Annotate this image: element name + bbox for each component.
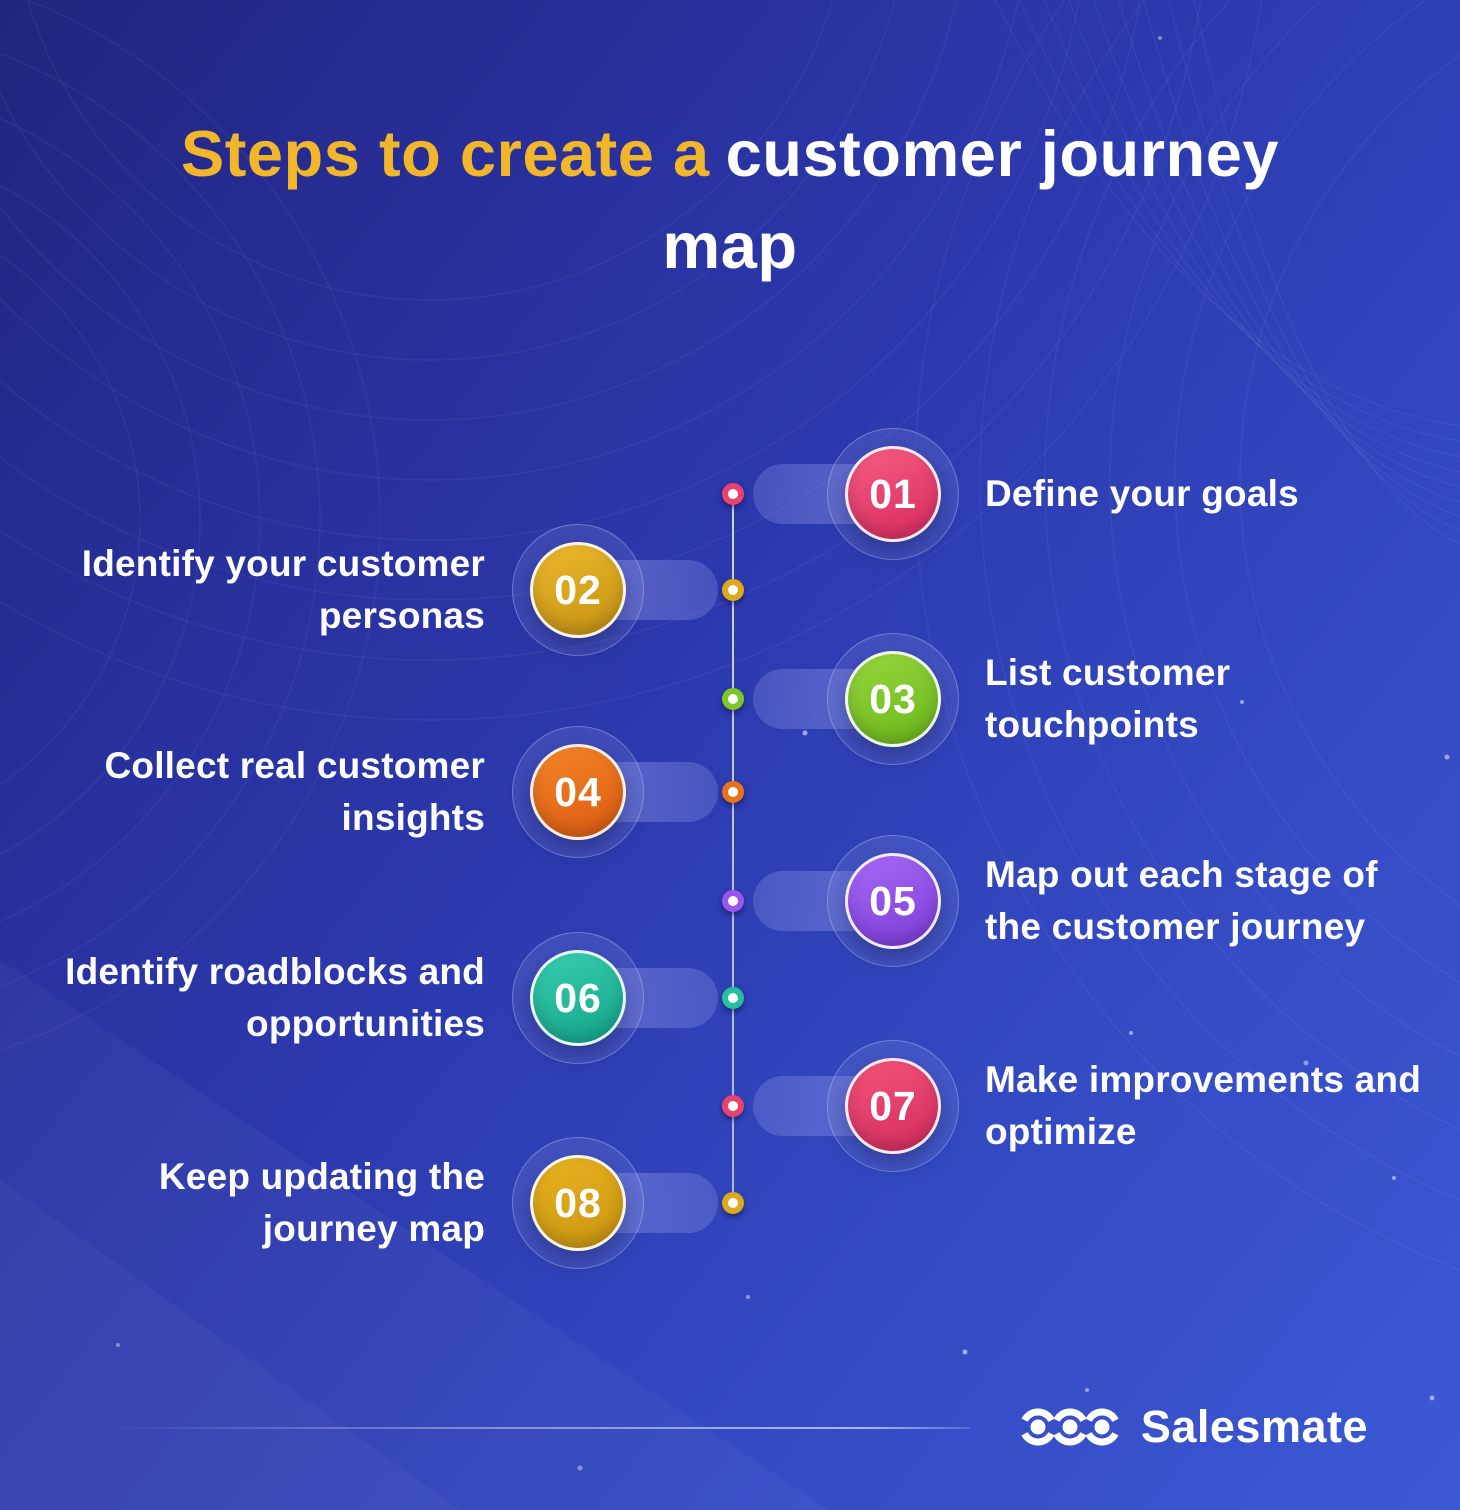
- step-number: 02: [554, 566, 602, 613]
- step-number-circle: 07: [845, 1058, 941, 1154]
- timeline-dot: [722, 1192, 744, 1214]
- step-label: Map out each stage of the customer journ…: [985, 849, 1455, 953]
- step-label-line: personas: [318, 595, 485, 636]
- step-label-line: touchpoints: [985, 704, 1199, 745]
- step-label-line: the customer journey: [985, 906, 1366, 947]
- step-label: Collect real customer insights: [5, 740, 485, 844]
- step-label-line: opportunities: [246, 1003, 485, 1044]
- timeline-dot: [722, 483, 744, 505]
- step-number: 04: [554, 768, 602, 815]
- step-number-circle: 01: [845, 446, 941, 542]
- step-number-circle: 02: [530, 542, 626, 638]
- footer-divider: [100, 1427, 970, 1429]
- step-number-circle: 05: [845, 853, 941, 949]
- step-number: 07: [869, 1082, 917, 1129]
- timeline-dot: [722, 781, 744, 803]
- salesmate-logo: Salesmate: [1017, 1396, 1368, 1458]
- step-number-circle: 06: [530, 950, 626, 1046]
- timeline-dot: [722, 1095, 744, 1117]
- concentric-arcs-top-left: [0, 0, 1270, 1080]
- step-number: 03: [869, 675, 917, 722]
- title-rest: customer journey: [725, 117, 1280, 190]
- step-label-line: Define your goals: [985, 473, 1299, 514]
- timeline-line: [732, 494, 734, 1203]
- logo-wordmark: Salesmate: [1140, 1401, 1368, 1452]
- step-number: 05: [869, 877, 917, 924]
- step-label-line: journey map: [262, 1208, 485, 1249]
- salesmate-logo-mark-icon: [1019, 1408, 1121, 1446]
- step-label-line: Map out each stage of: [985, 854, 1378, 895]
- step-label-line: Identify roadblocks and: [65, 951, 485, 992]
- step-label: Make improvements and optimize: [985, 1054, 1455, 1158]
- step-label: Identify your customer personas: [5, 538, 485, 642]
- step-label-line: insights: [341, 797, 485, 838]
- timeline-dot: [722, 688, 744, 710]
- step-number-circle: 04: [530, 744, 626, 840]
- step-number: 01: [869, 470, 917, 517]
- timeline-dot: [722, 890, 744, 912]
- page-title-line2: map: [662, 209, 798, 282]
- step-number-circle: 08: [530, 1155, 626, 1251]
- step-number-circle: 03: [845, 651, 941, 747]
- step-label-line: Collect real customer: [104, 745, 485, 786]
- step-label-line: Make improvements and: [985, 1059, 1422, 1100]
- timeline-dot: [722, 579, 744, 601]
- swoosh-lines-top-right: [994, 0, 1460, 545]
- step-number: 08: [554, 1179, 602, 1226]
- star-dots: [116, 36, 1450, 1471]
- title-highlight: Steps to create a: [180, 117, 710, 190]
- step-number: 06: [554, 974, 602, 1021]
- step-label: Identify roadblocks and opportunities: [5, 946, 485, 1050]
- step-label: Define your goals: [985, 468, 1455, 520]
- step-label-line: Identify your customer: [81, 543, 485, 584]
- step-label: List customer touchpoints: [985, 647, 1455, 751]
- timeline-dot: [722, 987, 744, 1009]
- step-label-line: Keep updating the: [158, 1156, 485, 1197]
- step-label: Keep updating the journey map: [5, 1151, 485, 1255]
- step-label-line: optimize: [985, 1111, 1137, 1152]
- step-label-line: List customer: [985, 652, 1231, 693]
